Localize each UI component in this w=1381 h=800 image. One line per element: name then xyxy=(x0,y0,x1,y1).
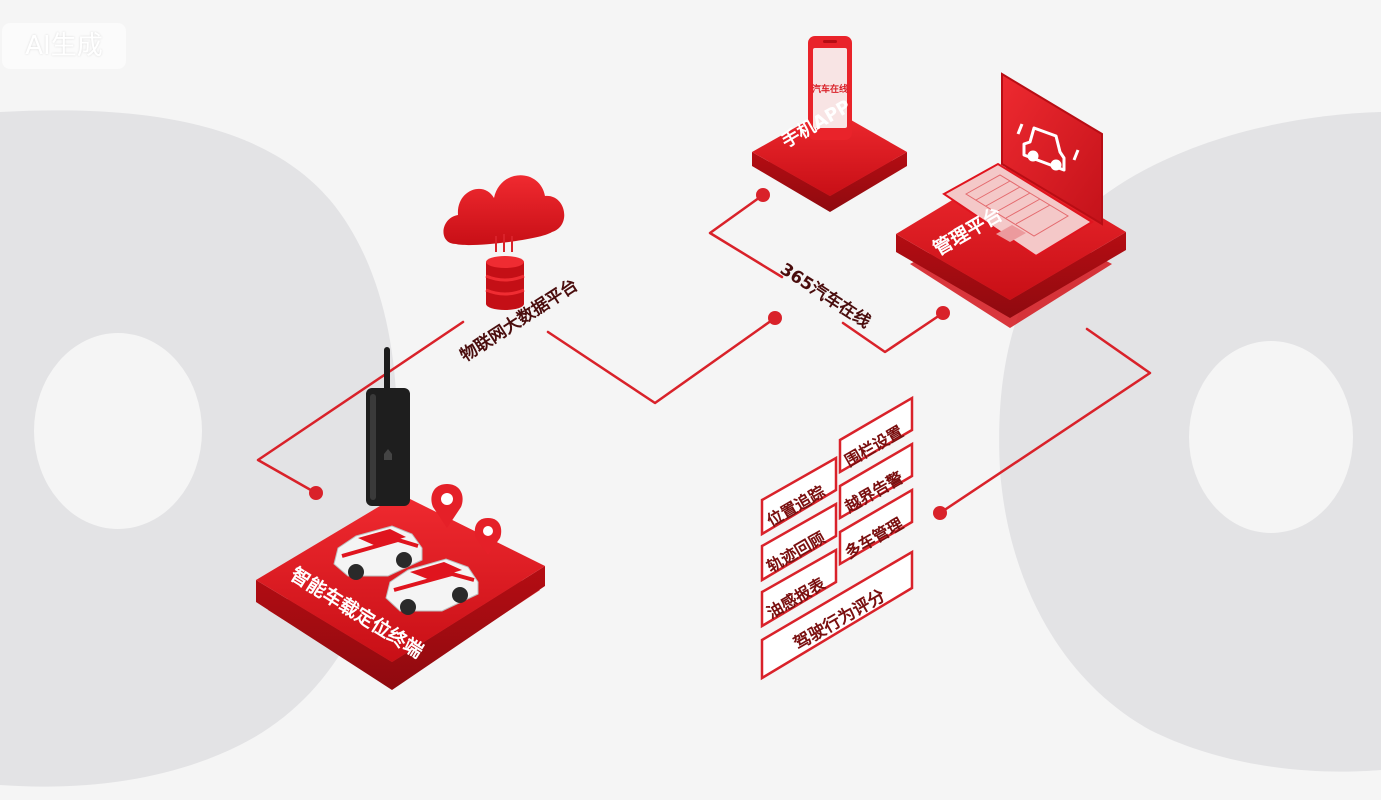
terminal-node: 智能车载定位终端 xyxy=(256,347,545,690)
database-icon xyxy=(485,256,525,310)
gps-tracker-device xyxy=(366,388,410,506)
background-blob-left-hole xyxy=(34,333,202,529)
connection-dot xyxy=(309,486,323,500)
laptop-screen xyxy=(1001,72,1103,226)
ai-generated-watermark: AI生成 xyxy=(2,23,126,69)
data-flow-arrows xyxy=(495,234,513,252)
map-pin-icon xyxy=(474,518,502,555)
platform-side xyxy=(752,152,907,212)
phone-node: 汽车在线 手机APP xyxy=(752,36,907,212)
laptop-icon xyxy=(942,72,1103,258)
background-shapes xyxy=(0,110,1381,787)
line-cloud-to-hub xyxy=(546,316,777,405)
cloud-node: 物联网大数据平台 xyxy=(443,175,582,366)
phone-screen-text: 汽车在线 xyxy=(812,83,848,95)
feature-list-left: 位置追踪 轨迹回顾 油感报表 xyxy=(760,455,838,629)
platform-node: 管理平台 xyxy=(896,72,1126,328)
connection-dot xyxy=(936,306,950,320)
gps-tracker-highlight xyxy=(370,394,376,500)
link-label: 365汽车在线 xyxy=(776,259,874,333)
line-hub-to-platform xyxy=(841,311,945,354)
platform-top xyxy=(752,108,907,196)
car-icon xyxy=(333,525,423,580)
connection-dot xyxy=(933,506,947,520)
line-platform-to-features xyxy=(938,327,1152,515)
line-phone-to-hub xyxy=(708,193,784,279)
laptop-touchpad xyxy=(996,225,1026,242)
platform-side xyxy=(256,566,545,690)
gps-tracker-logo-icon xyxy=(384,449,392,460)
connection-lines xyxy=(256,193,1152,515)
platform-side xyxy=(896,232,1126,318)
car-icon xyxy=(385,558,479,615)
map-pin-icon xyxy=(431,484,463,528)
background-blob-right-hole xyxy=(1189,341,1353,533)
smartphone-icon: 汽车在线 xyxy=(808,36,852,140)
features-panel: 位置追踪 轨迹回顾 油感报表 围栏设置 越界告警 多车管理 xyxy=(760,395,914,681)
gps-tracker-antenna xyxy=(384,347,390,392)
line-terminal-to-cloud xyxy=(256,320,465,495)
laptop-keyboard xyxy=(965,174,1069,237)
feature-list-right: 围栏设置 越界告警 多车管理 xyxy=(838,395,914,567)
connection-dot xyxy=(756,188,770,202)
cloud-icon xyxy=(443,175,565,246)
car-fleet-icon xyxy=(1016,123,1080,172)
connection-dot xyxy=(768,311,782,325)
connection-dots xyxy=(309,188,950,520)
